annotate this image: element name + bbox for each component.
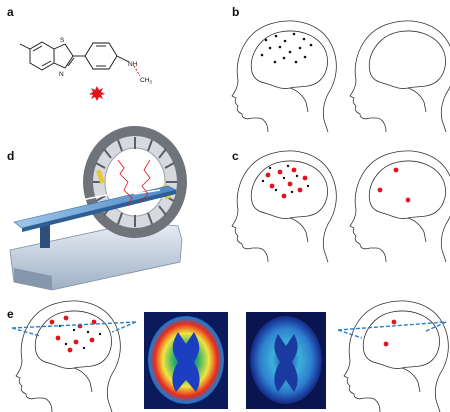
radiolabel-bond [133, 65, 141, 77]
tracer-dots-c [261, 164, 310, 199]
tracer-dots-e [49, 315, 102, 353]
panel-e: e [7, 300, 449, 412]
panel-label-e: e [7, 307, 14, 321]
low-amyloid-pet-slice [246, 312, 326, 409]
tracer-dots-e-control [383, 319, 397, 347]
head-outline [349, 150, 450, 263]
head-outline [349, 20, 450, 133]
chemical-structure: S N NH CH3 [19, 37, 152, 85]
tracer-dots-c-control [377, 167, 411, 203]
scan-plane [337, 321, 447, 339]
panel-label-d: d [7, 149, 14, 163]
head-outline [231, 150, 337, 263]
sulfur-atom-label: S [60, 37, 65, 44]
panel-c: c [231, 149, 450, 263]
nitrogen-atom-label: N [59, 71, 64, 78]
pet-scanner-illustration [9, 126, 187, 291]
star-burst-icon [89, 86, 105, 101]
scan-plane [11, 321, 137, 337]
tracer-dots-b [260, 32, 313, 64]
head-outline [343, 300, 449, 412]
panel-d: d [7, 126, 187, 291]
panel-label-b: b [232, 5, 239, 19]
panel-label-c: c [232, 149, 239, 163]
high-amyloid-pet-slice [144, 312, 228, 409]
nh-label: NH [128, 61, 138, 68]
panel-b: b [231, 5, 450, 133]
head-outline [231, 20, 337, 133]
ch3-label: CH3 [140, 77, 152, 85]
panel-a: a S N NH CH3 [7, 5, 152, 101]
panel-label-a: a [7, 5, 14, 19]
